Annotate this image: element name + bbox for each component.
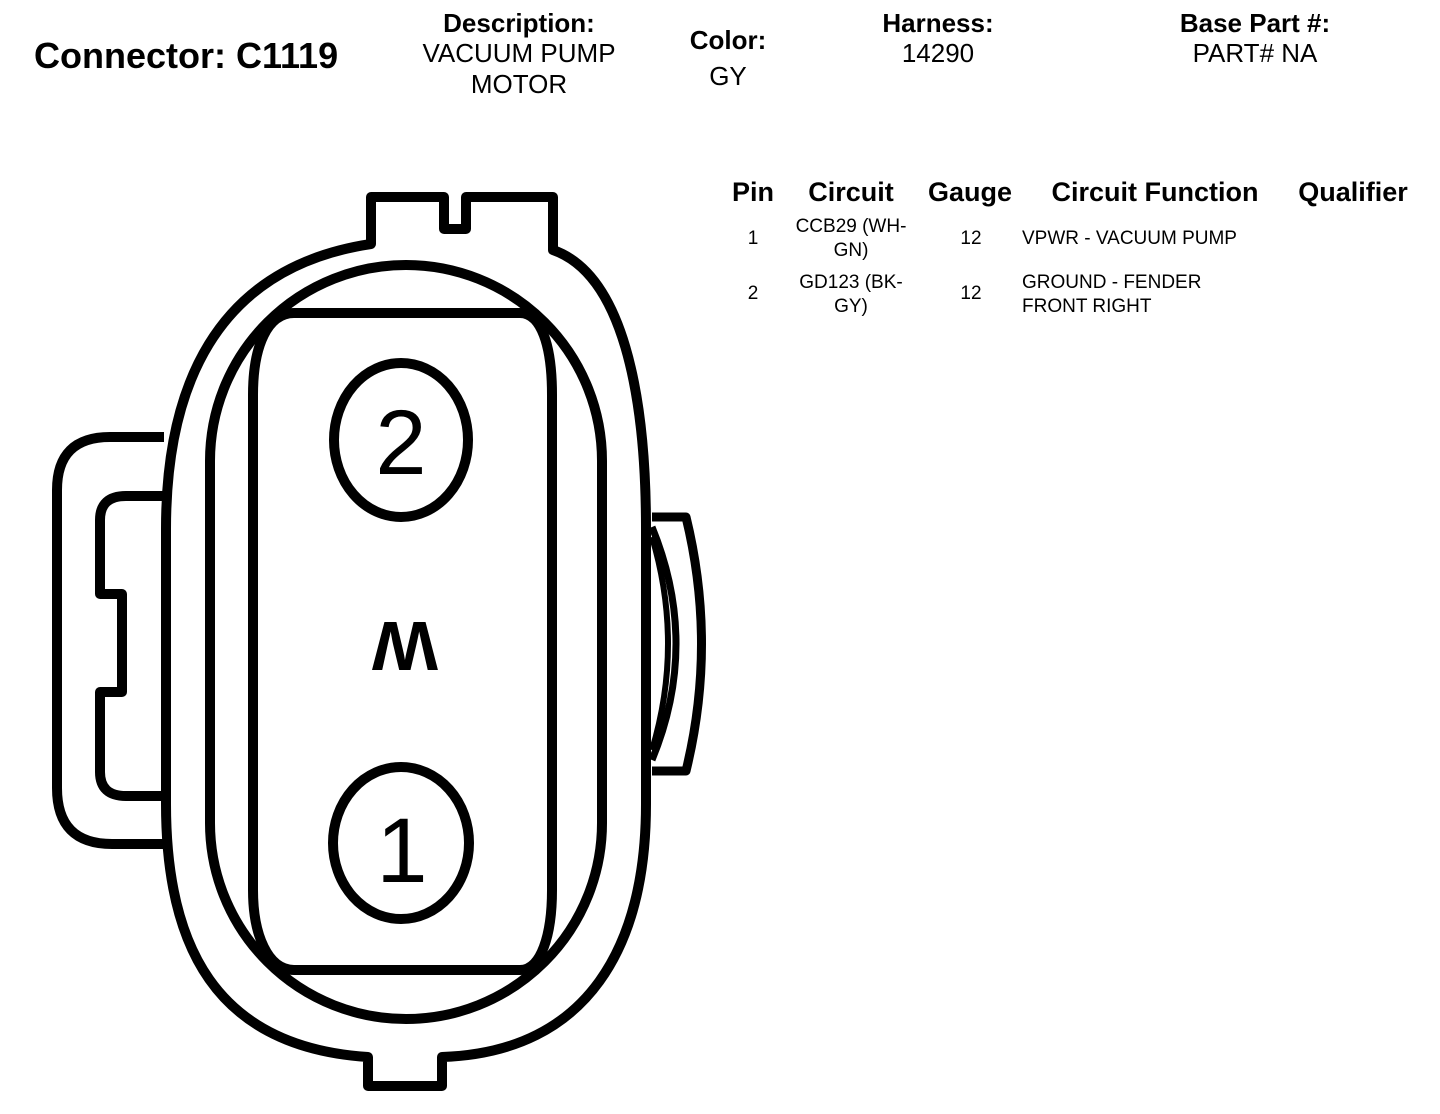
circuit-id-line2: GN) <box>833 240 869 261</box>
description-label: Description: <box>443 8 595 38</box>
harness-value: 14290 <box>901 38 975 68</box>
pin-2-label: 2 <box>375 392 426 494</box>
connector-title: Connector: C1119 <box>34 35 339 76</box>
base-part-block: Base Part #: PART# NA <box>1140 8 1370 69</box>
pin-cavity-outline <box>248 308 557 975</box>
pin-1-circle <box>328 762 474 924</box>
lock-rib-middle <box>648 525 680 762</box>
keying-mark: W <box>372 607 438 685</box>
latch-tab-outline <box>52 432 164 849</box>
col-header-circuit-function: Circuit Function <box>1051 177 1259 207</box>
col-header-qualifier: Qualifier <box>1298 177 1408 207</box>
wire-gauge: 12 <box>960 283 982 304</box>
circuit-id-line1: GD123 (BK- <box>799 272 903 293</box>
description-block: Description: VACUUM PUMP MOTOR <box>398 8 640 100</box>
lock-rib-inner <box>649 536 671 751</box>
base-part-value: PART# NA <box>1192 38 1318 68</box>
color-label: Color: <box>689 25 767 55</box>
description-value-line1: VACUUM PUMP <box>422 38 616 68</box>
color-value: GY <box>709 61 747 91</box>
circuit-id-line1: CCB29 (WH- <box>795 216 907 237</box>
base-part-label: Base Part #: <box>1179 8 1331 38</box>
pin-number: 1 <box>747 228 759 249</box>
lock-rib-outer <box>652 512 706 776</box>
harness-label: Harness: <box>882 8 994 38</box>
col-header-circuit: Circuit <box>808 177 894 207</box>
circuit-function-line1: GROUND - FENDER <box>1022 272 1202 293</box>
housing-outline <box>161 192 651 1091</box>
col-header-gauge: Gauge <box>927 177 1013 207</box>
pin-1-label: 1 <box>376 800 427 902</box>
pin-number: 2 <box>747 283 759 304</box>
description-value-line2: MOTOR <box>470 69 568 99</box>
circuit-id-line2: GY) <box>834 296 868 317</box>
col-header-pin: Pin <box>731 177 774 207</box>
wire-gauge: 12 <box>960 228 982 249</box>
color-block: Color: GY <box>668 25 788 92</box>
pin-2-circle <box>329 358 473 522</box>
latch-tab-notch <box>95 491 164 801</box>
circuit-function-line2: FRONT RIGHT <box>1022 296 1152 317</box>
housing-inner-ring <box>205 260 607 1024</box>
harness-block: Harness: 14290 <box>858 8 1018 69</box>
circuit-function-line1: VPWR - VACUUM PUMP <box>1022 228 1237 249</box>
